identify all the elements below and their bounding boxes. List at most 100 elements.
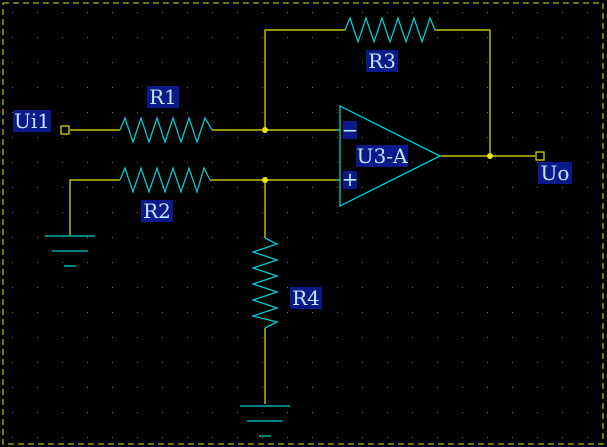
grid-dot <box>287 37 288 38</box>
grid-dot <box>562 337 563 338</box>
grid-dot <box>262 187 263 188</box>
grid-dot <box>62 212 63 213</box>
grid-dot <box>137 112 138 113</box>
grid-dot <box>487 37 488 38</box>
grid-dot <box>337 162 338 163</box>
grid-dot <box>337 187 338 188</box>
grid-dot <box>562 37 563 38</box>
grid-dot <box>537 187 538 188</box>
grid-dot <box>587 112 588 113</box>
grid-dot <box>562 287 563 288</box>
grid-dot <box>12 112 13 113</box>
grid-dot <box>212 412 213 413</box>
grid-dot <box>387 12 388 13</box>
grid-dot <box>412 387 413 388</box>
grid-dot <box>487 262 488 263</box>
grid-dot <box>587 162 588 163</box>
grid-dot <box>362 137 363 138</box>
grid-dot <box>137 137 138 138</box>
grid-dot <box>87 362 88 363</box>
grid-dot <box>537 137 538 138</box>
grid-dot <box>237 162 238 163</box>
grid-dot <box>162 387 163 388</box>
grid-dot <box>537 212 538 213</box>
resistor-r1[interactable] <box>119 115 213 145</box>
grid-dot <box>262 112 263 113</box>
grid-dot <box>537 62 538 63</box>
svg-text:R3: R3 <box>368 49 396 73</box>
wire-feedback-left <box>264 29 345 130</box>
grid-dot <box>12 12 13 13</box>
grid-dot <box>287 212 288 213</box>
grid-dot <box>337 412 338 413</box>
grid-dot <box>387 387 388 388</box>
grid-dot <box>337 237 338 238</box>
resistor-r2[interactable] <box>119 165 211 195</box>
grid-dot <box>337 312 338 313</box>
grid-dot <box>312 37 313 38</box>
grid-dot <box>412 412 413 413</box>
grid-dot <box>37 212 38 213</box>
grid-dot <box>387 312 388 313</box>
grid-dot <box>512 37 513 38</box>
ground-symbol-r4 <box>240 405 290 437</box>
grid-dot <box>12 137 13 138</box>
grid-dot <box>312 262 313 263</box>
grid-dot <box>437 287 438 288</box>
grid-dot <box>237 337 238 338</box>
grid-dot <box>187 137 188 138</box>
ground-symbol-r2 <box>45 235 95 267</box>
grid-dot <box>587 237 588 238</box>
grid-dot <box>237 362 238 363</box>
grid-dot <box>62 337 63 338</box>
grid-dot <box>262 87 263 88</box>
grid-dot <box>537 162 538 163</box>
grid-dot <box>112 137 113 138</box>
grid-dot <box>187 12 188 13</box>
grid-dot <box>312 87 313 88</box>
grid-dot <box>112 112 113 113</box>
grid-dot <box>12 212 13 213</box>
grid-dot <box>212 62 213 63</box>
grid-dot <box>462 287 463 288</box>
grid-dot <box>587 187 588 188</box>
grid-dot <box>462 237 463 238</box>
grid-dot <box>562 137 563 138</box>
grid-dot <box>412 87 413 88</box>
grid-dot <box>587 87 588 88</box>
grid-dot <box>112 387 113 388</box>
grid-dot <box>362 362 363 363</box>
opamp-u3a[interactable] <box>339 104 442 208</box>
grid-dot <box>537 287 538 288</box>
svg-text:R2: R2 <box>143 199 171 223</box>
wires <box>69 29 535 404</box>
grid-dot <box>387 362 388 363</box>
grid-dot <box>562 212 563 213</box>
grid-dot <box>262 437 263 438</box>
grid-dot <box>112 12 113 13</box>
grid-dot <box>37 337 38 338</box>
grid-dot <box>312 237 313 238</box>
grid-dot <box>512 62 513 63</box>
grid-dot <box>412 137 413 138</box>
grid-dot <box>137 262 138 263</box>
grid-dot <box>587 437 588 438</box>
grid-dot <box>112 237 113 238</box>
grid-dot <box>112 437 113 438</box>
grid-dot <box>112 37 113 38</box>
grid-dot <box>462 212 463 213</box>
grid-dot <box>387 112 388 113</box>
output-port-terminal[interactable] <box>535 151 545 161</box>
grid-dot <box>112 287 113 288</box>
resistor-r3[interactable] <box>344 15 436 45</box>
grid-dot <box>212 437 213 438</box>
grid-dot <box>312 362 313 363</box>
grid-dot <box>587 262 588 263</box>
grid-dot <box>412 262 413 263</box>
input-port-terminal[interactable] <box>60 125 70 135</box>
grid-dot <box>162 412 163 413</box>
grid-dot <box>262 162 263 163</box>
resistor-r4[interactable] <box>250 237 280 329</box>
grid-dot <box>12 162 13 163</box>
grid-dot <box>62 162 63 163</box>
